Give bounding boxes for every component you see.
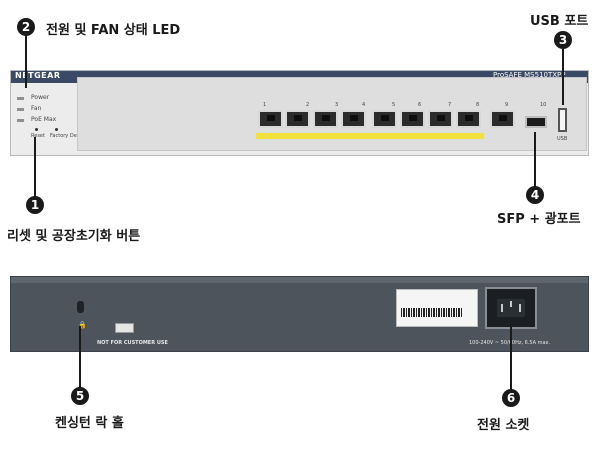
power-rating-label: 100-240V ~ 50/60Hz, 6.5A max. [469,340,551,346]
callout-number-1: 1 [26,196,44,214]
kensington-lock-slot[interactable] [77,301,84,313]
led-label-poe-max: PoE Max [31,116,57,123]
callout-label-6: 전원 소켓 [477,418,530,433]
port-area: 1 2 3 4 5 6 7 8 9 10 USB [77,77,587,151]
model-name: ProSAFE MS510TXPP [493,71,566,79]
ethernet-port-9[interactable] [490,110,515,128]
ethernet-port-6[interactable] [400,110,425,128]
port-number-6: 6 [418,102,422,108]
sfp-port[interactable] [525,116,547,128]
led-poe-indicator [17,119,24,122]
port-number-2: 2 [306,102,310,108]
power-socket-pins [497,299,525,317]
port-number-1: 1 [263,102,267,108]
factory-defaults-button[interactable] [55,128,58,131]
callout-label-2: 전원 및 FAN 상태 LED [46,23,181,38]
rear-usb-warning: NOT FOR CUSTOMER USE [97,340,168,346]
callout-label-5: 켄싱턴 락 홀 [55,416,124,431]
ethernet-port-5[interactable] [372,110,397,128]
ethernet-port-7[interactable] [428,110,453,128]
callout-line-5 [79,326,81,388]
led-fan-indicator [17,108,24,111]
callout-number-5: 5 [71,387,89,405]
callout-label-1: 리셋 및 공장초기화 버튼 [7,229,141,244]
port-number-3: 3 [335,102,339,108]
power-socket[interactable] [485,287,537,329]
switch-front-panel: NETGEAR ProSAFE MS510TXPP Power Fan PoE … [10,70,589,156]
callout-label-4: SFP + 광포트 [497,212,581,227]
callout-line-1 [34,137,36,197]
ethernet-port-4[interactable] [341,110,366,128]
ethernet-port-2[interactable] [285,110,310,128]
port-number-7: 7 [448,102,452,108]
factory-defaults-label: Factory Defaults [50,133,91,139]
poe-indicator-strip [256,133,484,139]
usb-port[interactable] [558,108,567,132]
callout-line-2 [25,36,27,88]
port-number-10: 10 [540,102,547,108]
port-number-9: 9 [505,102,509,108]
usb-port-label: USB [557,136,568,142]
switch-rear-panel: 🔒 NOT FOR CUSTOMER USE 100-240V ~ 50/60H… [10,276,589,352]
callout-number-2: 2 [17,18,35,36]
callout-line-4 [534,132,536,187]
callout-number-6: 6 [502,389,520,407]
port-number-8: 8 [476,102,480,108]
product-label-sticker [396,289,478,327]
lock-icon: 🔒 [78,321,87,329]
led-power-indicator [17,97,24,100]
callout-label-3: USB 포트 [530,14,589,29]
rear-usb-port[interactable] [115,323,134,333]
port-number-4: 4 [362,102,366,108]
rear-top-edge [11,277,588,283]
callout-number-3: 3 [554,31,572,49]
reset-button[interactable] [35,128,38,131]
ethernet-port-3[interactable] [313,110,338,128]
ethernet-port-1[interactable] [258,110,283,128]
reset-label: Reset [31,133,45,139]
led-label-fan: Fan [31,105,42,112]
callout-line-3 [562,49,564,105]
ethernet-port-8[interactable] [456,110,481,128]
callout-line-6 [510,326,512,390]
led-label-power: Power [31,94,50,101]
port-number-5: 5 [392,102,396,108]
barcode [401,308,463,317]
callout-number-4: 4 [526,186,544,204]
brand-logo: NETGEAR [15,71,61,80]
